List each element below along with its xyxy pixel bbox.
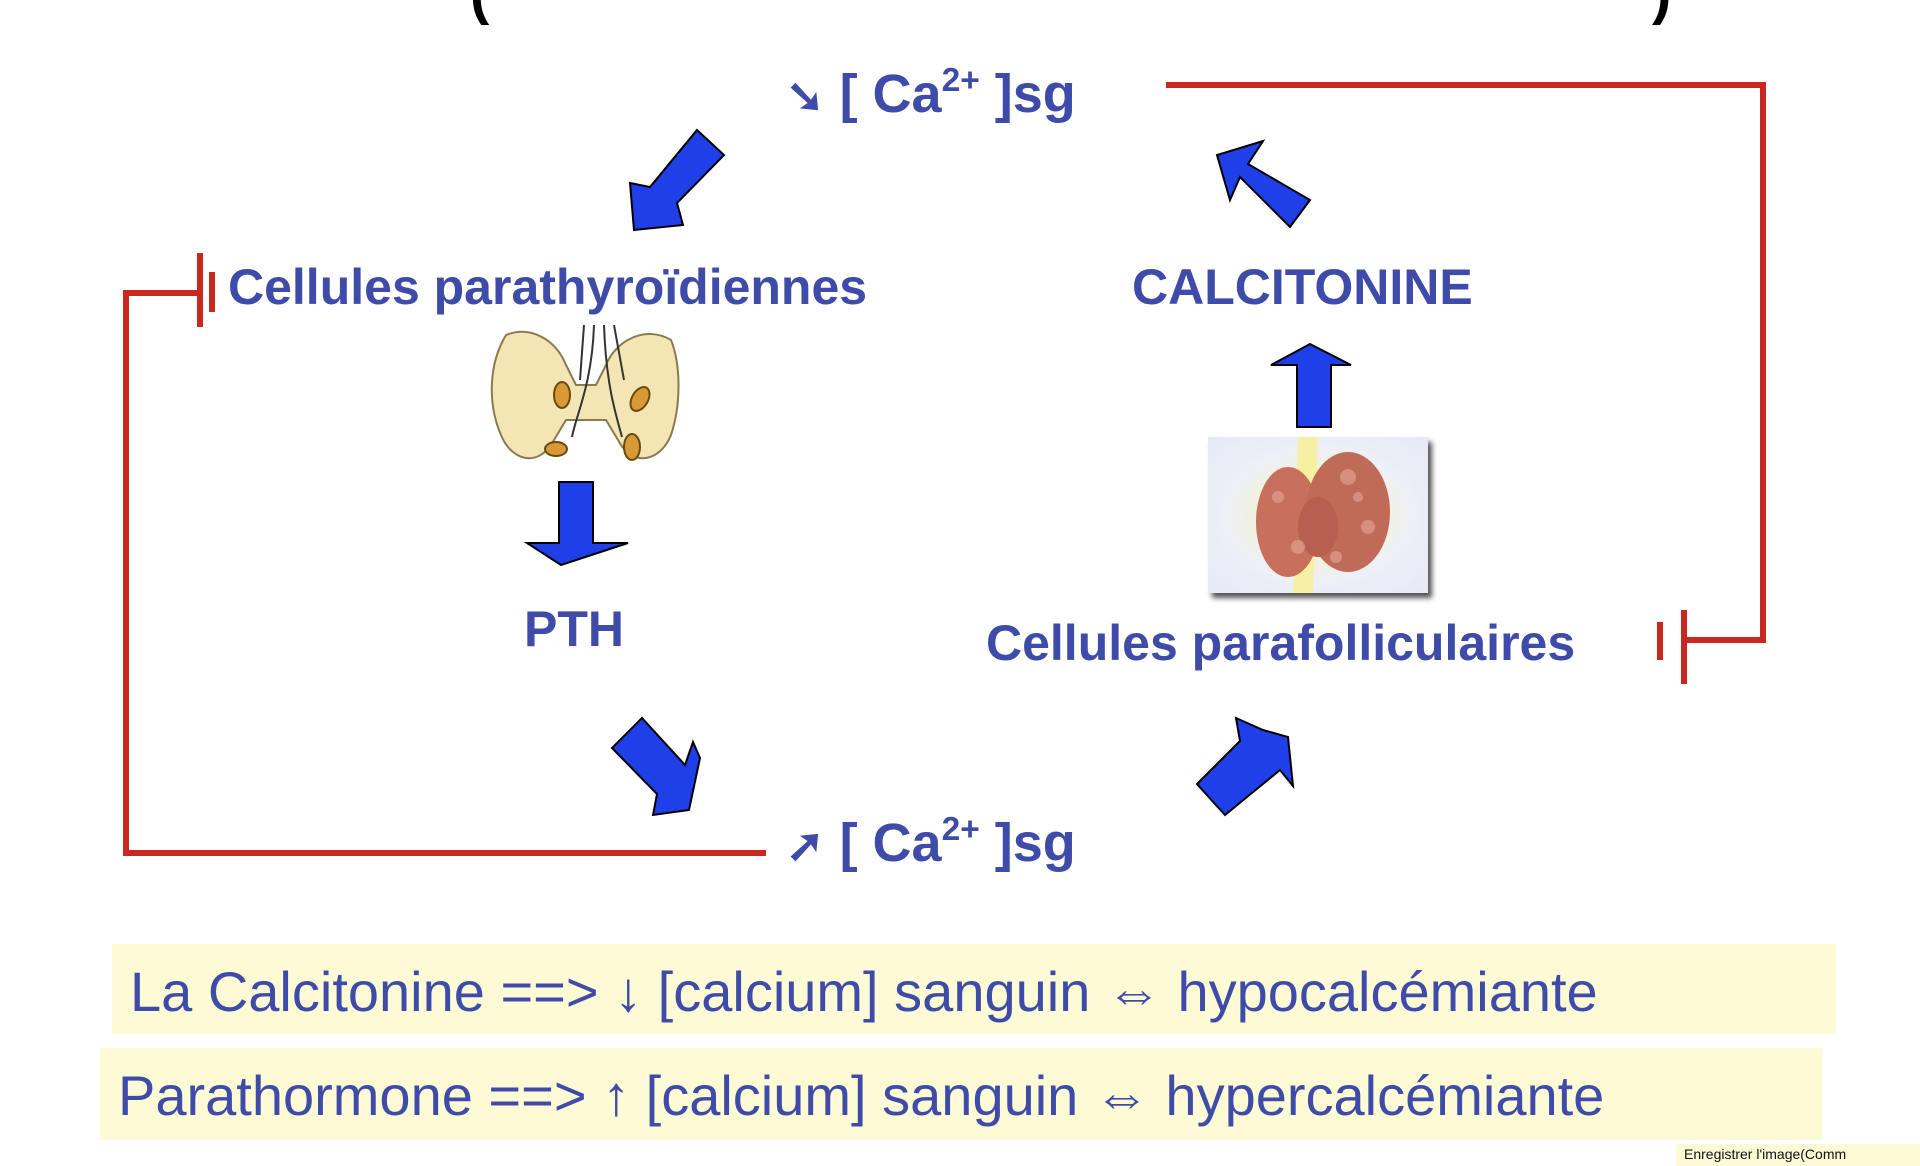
node-parathyroid-cells: Cellules parathyroïdiennes <box>228 259 868 315</box>
node-calcitonin: CALCITONINE <box>1132 259 1473 315</box>
arrow-down-right-glyph-icon: ➘ <box>786 69 825 122</box>
node-calcium-increase: ➚ [ Ca2+ ]sg <box>786 811 1076 873</box>
arrow-up-right-glyph-icon: ➚ <box>786 818 825 871</box>
title-right-paren: ) <box>1652 0 1671 27</box>
node-calcium-decrease: ➘ [ Ca2+ ]sg <box>786 62 1076 124</box>
thyroid-gland-image <box>1208 437 1428 593</box>
summary-calcitonin: La Calcitonine ==> ↓ [calcium] sanguin ⇔… <box>130 960 1598 1023</box>
arrow-down-left-icon <box>628 128 726 232</box>
inhibition-line-right <box>1166 82 1766 684</box>
summary-parathormone: Parathormone ==> ↑ [calcium] sanguin ⇔ h… <box>118 1064 1605 1127</box>
arrow-down-icon <box>523 481 629 567</box>
save-image-tooltip[interactable]: Enregistrer l'image(Comm <box>1676 1144 1920 1166</box>
node-pth: PTH <box>524 601 624 657</box>
summary-band-parathormone <box>100 1048 1822 1140</box>
node-parafollicular-cells: Cellules parafolliculaires <box>986 615 1576 671</box>
arrow-up-right-icon <box>1195 716 1295 817</box>
arrow-down-right-icon <box>610 716 702 817</box>
arrow-up-icon <box>1270 342 1352 428</box>
inhibition-line-left <box>123 253 766 856</box>
arrow-up-left-icon <box>1215 139 1312 229</box>
title-left-paren: ( <box>470 0 489 27</box>
parathyroid-gland-image <box>476 324 690 469</box>
summary-band-calcitonin <box>112 944 1836 1034</box>
